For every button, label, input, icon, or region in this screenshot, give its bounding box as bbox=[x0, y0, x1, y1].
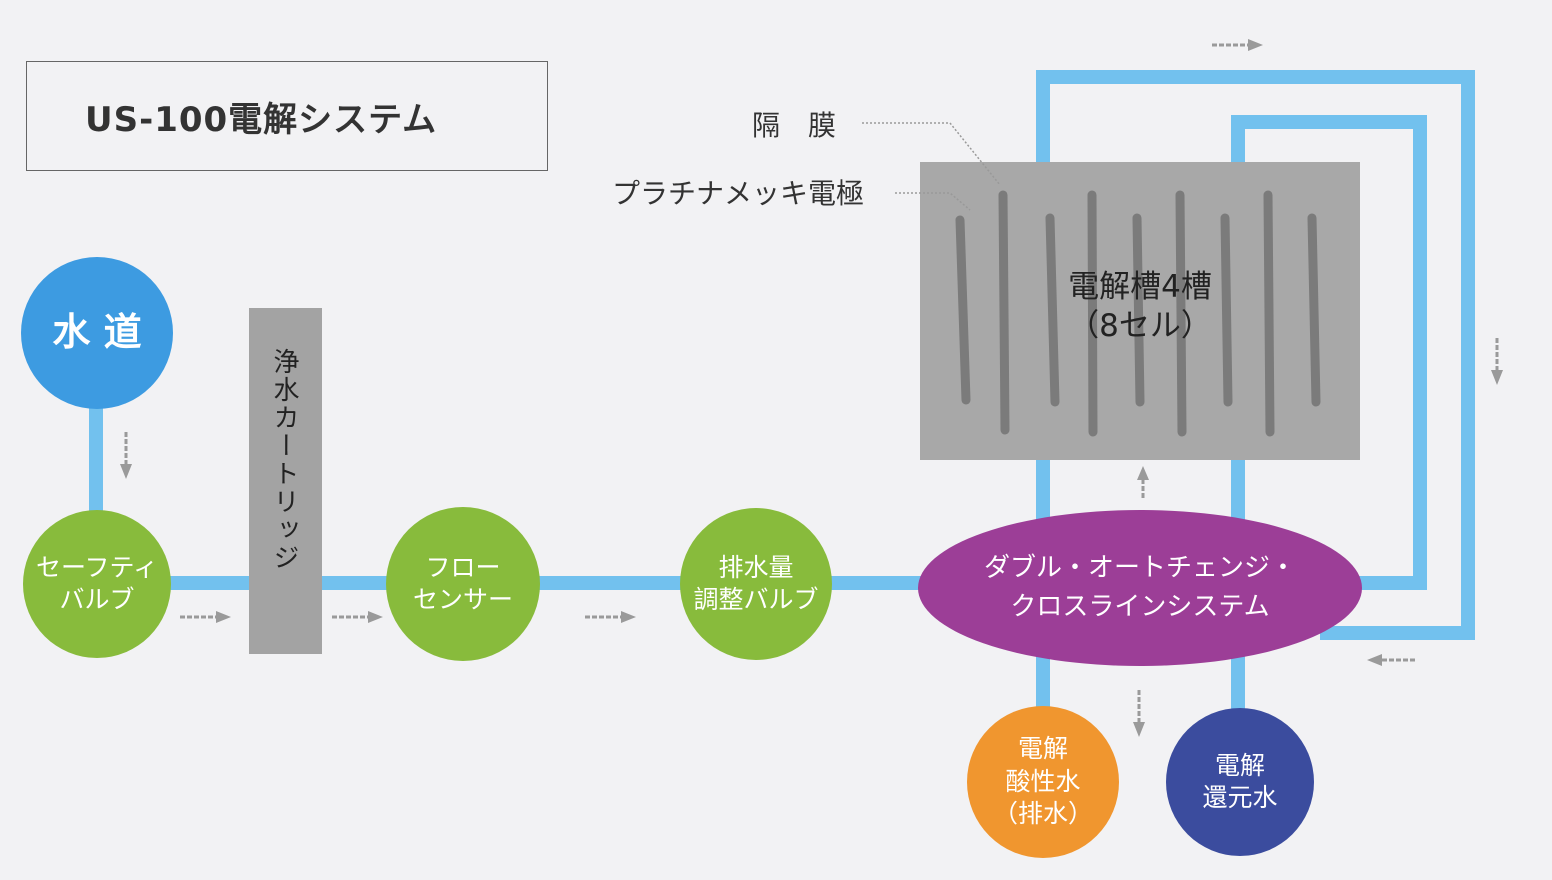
dashed-arrow-icon bbox=[1133, 690, 1145, 737]
leader-lines bbox=[862, 122, 1001, 211]
drain-valve-line1: 排水量 bbox=[718, 552, 794, 582]
dashed-arrow-icon bbox=[332, 611, 383, 623]
tap-water-label: 水 道 bbox=[21, 257, 173, 409]
electrode-plate bbox=[998, 190, 1010, 435]
electrode-plates bbox=[955, 190, 1321, 437]
acidic-water-node bbox=[967, 706, 1119, 858]
electrode-plate bbox=[1220, 213, 1233, 407]
drain-valve-node bbox=[680, 508, 832, 660]
reduced-water-label: 電解 還元水 bbox=[1166, 708, 1314, 856]
electrode-plate bbox=[1263, 190, 1275, 437]
flow-sensor-label: フロー センサー bbox=[386, 507, 540, 661]
flow-arrows bbox=[120, 39, 1503, 737]
acidic-line2: 酸性水 bbox=[1005, 766, 1081, 796]
safety-valve-node bbox=[23, 510, 171, 658]
dashed-arrow-icon bbox=[1491, 338, 1503, 385]
cartridge-label: 浄水カートリッジ bbox=[269, 348, 299, 572]
reduced-water-node bbox=[1166, 708, 1314, 856]
acidic-water-label: 電解 酸性水 （排水） bbox=[967, 706, 1119, 858]
dashed-arrow-icon bbox=[120, 432, 132, 479]
electrode-plate bbox=[1132, 213, 1145, 407]
filter-cartridge bbox=[249, 308, 322, 654]
electrode-leader-line bbox=[895, 192, 971, 211]
electrode-plate bbox=[1045, 213, 1060, 407]
cell-tank-label-line2: （8セル） bbox=[1068, 307, 1212, 344]
crossline-system-label: ダブル・オートチェンジ・ クロスラインシステム bbox=[918, 510, 1362, 666]
membrane-leader-line bbox=[862, 122, 1001, 186]
safety-valve-label: セーフティ バルブ bbox=[23, 510, 171, 658]
acidic-line3: （排水） bbox=[992, 799, 1093, 829]
electrode-plate bbox=[1307, 213, 1321, 407]
dashed-arrow-icon bbox=[180, 611, 231, 623]
dashed-arrow-icon bbox=[1137, 466, 1149, 498]
electrode-plate bbox=[955, 215, 971, 405]
membrane-label: 隔 膜 bbox=[752, 109, 837, 142]
reduced-line2: 還元水 bbox=[1202, 783, 1278, 812]
tap-water-node bbox=[21, 257, 173, 409]
drain-valve-line2: 調整バルブ bbox=[693, 585, 819, 614]
dashed-arrow-icon bbox=[585, 611, 636, 623]
crossline-line1: ダブル・オートチェンジ・ bbox=[983, 553, 1296, 583]
dashed-arrow-icon bbox=[1367, 654, 1415, 666]
reduced-line1: 電解 bbox=[1214, 750, 1265, 780]
tap-water-text: 水 道 bbox=[52, 310, 142, 355]
flow-sensor-line1: フロー bbox=[425, 552, 501, 582]
electrode-plate bbox=[1175, 190, 1187, 437]
cell-tank-label-line1: 電解槽4槽 bbox=[1068, 269, 1212, 305]
drain-valve-label: 排水量 調整バルブ bbox=[680, 508, 832, 660]
safety-valve-line1: セーフティ bbox=[35, 552, 158, 582]
electrode-plate bbox=[1087, 190, 1098, 437]
acidic-line1: 電解 bbox=[1017, 734, 1068, 764]
crossline-line2: クロスラインシステム bbox=[1010, 592, 1270, 622]
dashed-arrow-icon bbox=[1212, 39, 1263, 51]
crossline-system-node bbox=[918, 510, 1362, 666]
title-text: US-100電解システム bbox=[85, 99, 438, 140]
flow-sensor-node bbox=[386, 507, 540, 661]
flow-sensor-line2: センサー bbox=[412, 585, 513, 614]
safety-valve-line2: バルブ bbox=[59, 585, 135, 614]
cell-tank-label: 電解槽4槽 （8セル） bbox=[990, 268, 1290, 346]
electrode-label: プラチナメッキ電極 bbox=[612, 177, 865, 210]
diagram-title: US-100電解システム bbox=[26, 61, 548, 171]
